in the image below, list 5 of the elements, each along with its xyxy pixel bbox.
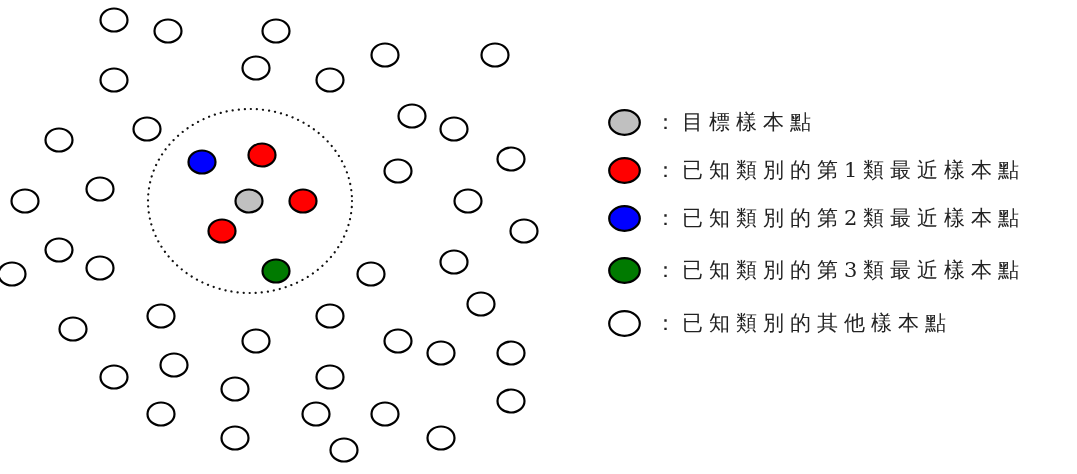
legend-label: ：已知類別的第2類最近樣本點	[655, 205, 1026, 231]
legend-label: ：已知類別的第1類最近樣本點	[655, 157, 1026, 183]
legend-label: ：目標樣本點	[655, 109, 817, 135]
legend-label: ：已知類別的其他樣本點	[655, 310, 952, 336]
legend-label: ：已知類別的第3類最近樣本點	[655, 257, 1026, 283]
